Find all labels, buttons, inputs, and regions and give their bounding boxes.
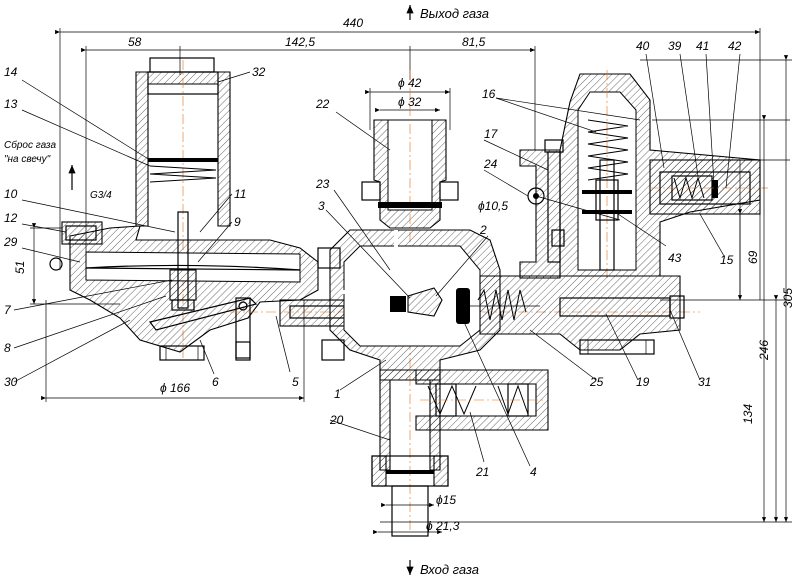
part-label-25: 25 <box>589 375 604 389</box>
vent-caption-line2: "на свечу" <box>4 154 51 165</box>
part-label-30: 30 <box>4 375 18 389</box>
top-dimensions <box>55 28 761 300</box>
dim-h69: 69 <box>746 250 760 264</box>
dim-h246: 246 <box>757 340 771 361</box>
safety-valve-unit <box>479 70 770 355</box>
part-label-3: 3 <box>318 199 325 213</box>
part-label-41: 41 <box>696 39 709 53</box>
dim-left-span: 58 <box>128 35 142 49</box>
part-label-12: 12 <box>4 211 18 225</box>
part-label-7: 7 <box>4 303 12 317</box>
part-label-17: 17 <box>484 127 499 141</box>
part-label-31: 31 <box>698 375 711 389</box>
part-label-9: 9 <box>234 215 241 229</box>
dim-diaphragm: ϕ 166 <box>160 381 190 395</box>
part-label-29: 29 <box>3 235 18 249</box>
part-label-13: 13 <box>4 97 18 111</box>
dim-inlet-outer: ϕ 21,3 <box>426 519 460 533</box>
part-label-5: 5 <box>292 375 299 389</box>
part-label-11: 11 <box>234 187 246 201</box>
part-labels: 14 13 10 12 29 7 8 30 32 11 9 6 5 1 22 2… <box>3 39 742 479</box>
dim-hole: ϕ10,5 <box>478 199 508 213</box>
part-label-24: 24 <box>483 157 498 171</box>
part-label-1: 1 <box>334 387 341 401</box>
leader-lines <box>13 53 741 467</box>
part-label-8: 8 <box>4 341 11 355</box>
outlet-caption: Выход газа <box>420 6 489 21</box>
vent-caption-line1: Сброс газа <box>4 139 56 151</box>
part-label-39: 39 <box>668 39 682 53</box>
part-label-21: 21 <box>475 465 489 479</box>
part-label-20: 20 <box>329 413 344 427</box>
dim-mid-span: 142,5 <box>285 35 315 49</box>
dim-overall-width: 440 <box>343 16 363 30</box>
part-label-23: 23 <box>315 177 330 191</box>
part-label-19: 19 <box>636 375 650 389</box>
thread-label: G3/4 <box>90 190 112 201</box>
part-label-4: 4 <box>530 465 537 479</box>
part-label-15: 15 <box>720 253 734 267</box>
part-label-32: 32 <box>252 65 266 79</box>
dim-inlet-inner: ϕ15 <box>436 493 456 507</box>
dim-h51: 51 <box>13 261 27 274</box>
part-label-42: 42 <box>728 39 742 53</box>
dim-h134: 134 <box>741 404 755 424</box>
right-dimensions <box>380 55 792 523</box>
part-label-10: 10 <box>4 187 18 201</box>
central-body <box>329 70 549 537</box>
part-label-43: 43 <box>668 251 682 265</box>
part-label-22: 22 <box>315 97 330 111</box>
part-label-2: 2 <box>479 223 487 237</box>
part-label-40: 40 <box>636 39 650 53</box>
diaphragm-regulator <box>49 57 319 361</box>
part-label-16: 16 <box>482 87 496 101</box>
inlet-caption: Вход газа <box>420 562 479 577</box>
part-label-6: 6 <box>212 375 219 389</box>
part-label-14: 14 <box>4 65 18 79</box>
dim-right-span: 81,5 <box>462 35 486 49</box>
dim-h305: 305 <box>781 288 795 308</box>
